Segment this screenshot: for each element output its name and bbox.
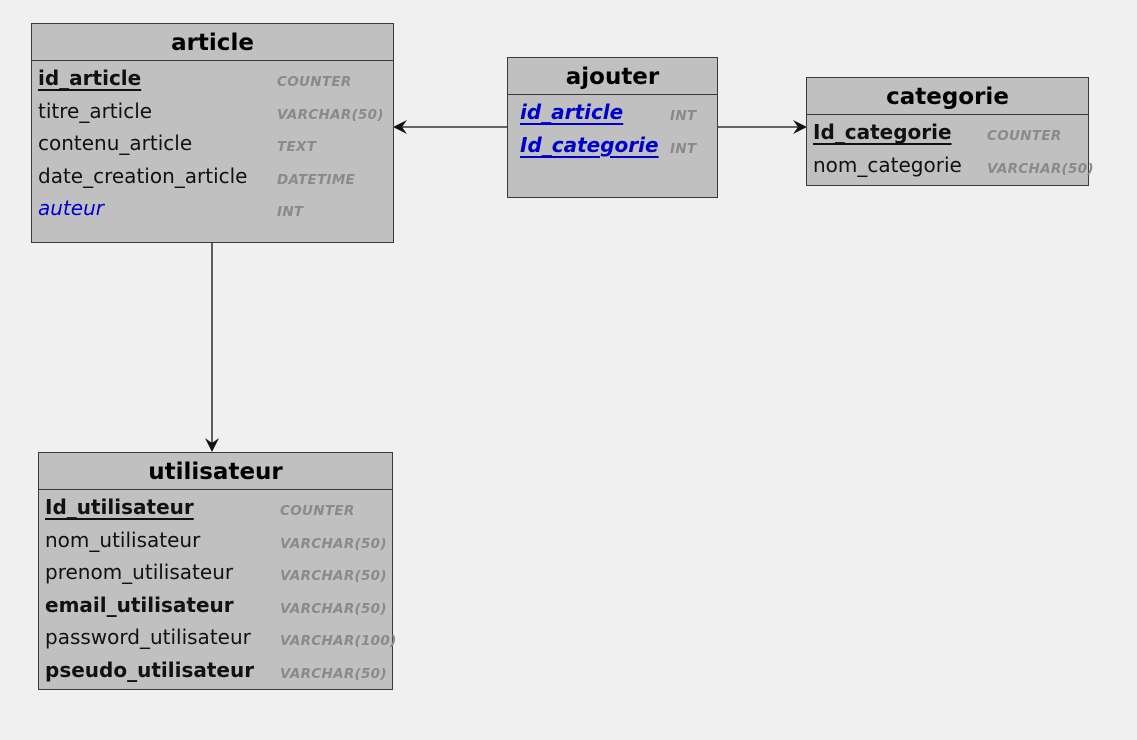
- foreign-key-name: id_article: [520, 100, 624, 124]
- field-type: INT: [277, 204, 304, 221]
- field-row[interactable]: password_utilisateur VARCHAR(100): [39, 623, 396, 656]
- field-row[interactable]: Id_utilisateur COUNTER: [39, 493, 392, 526]
- primary-key-name: Id_utilisateur: [45, 495, 194, 519]
- entity-categorie[interactable]: categorie Id_categorie COUNTER nom_categ…: [806, 77, 1094, 186]
- primary-key-name: Id_categorie: [813, 120, 952, 144]
- field-type: VARCHAR(100): [280, 633, 397, 650]
- field-name: contenu_article: [38, 131, 193, 156]
- unique-field-name: pseudo_utilisateur: [45, 657, 255, 682]
- field-name: password_utilisateur: [45, 625, 251, 650]
- field-row[interactable]: nom_utilisateur VARCHAR(50): [39, 526, 392, 559]
- field-row[interactable]: pseudo_utilisateur VARCHAR(50): [39, 656, 392, 689]
- field-type: VARCHAR(50): [987, 160, 1094, 177]
- entity-title: categorie: [807, 78, 1088, 115]
- field-type: VARCHAR(50): [280, 600, 387, 617]
- field-row[interactable]: nom_categorie VARCHAR(50): [807, 151, 1094, 184]
- field-name: titre_article: [38, 98, 153, 123]
- entity-ajouter[interactable]: ajouter id_article INT Id_categorie INT: [507, 57, 718, 198]
- field-name: date_creation_article: [38, 163, 248, 188]
- field-type: TEXT: [277, 139, 317, 156]
- primary-key-name: id_article: [38, 66, 142, 90]
- field-row[interactable]: id_article COUNTER: [32, 64, 393, 97]
- field-type: INT: [670, 108, 697, 124]
- field-row[interactable]: contenu_article TEXT: [32, 129, 393, 162]
- field-type: VARCHAR(50): [280, 535, 387, 552]
- field-row[interactable]: titre_article VARCHAR(50): [32, 97, 393, 130]
- entity-title: ajouter: [508, 58, 717, 95]
- foreign-key-name: Id_categorie: [520, 132, 659, 157]
- field-type: COUNTER: [987, 128, 1062, 144]
- entity-utilisateur[interactable]: utilisateur Id_utilisateur COUNTER nom_u…: [38, 452, 396, 690]
- entity-title: article: [32, 24, 393, 61]
- foreign-key-name: auteur: [38, 196, 104, 221]
- field-row[interactable]: Id_categorie INT: [508, 131, 717, 164]
- field-type: VARCHAR(50): [277, 106, 384, 123]
- field-row[interactable]: prenom_utilisateur VARCHAR(50): [39, 558, 392, 591]
- field-type: DATETIME: [277, 171, 356, 188]
- field-type: INT: [670, 140, 697, 157]
- unique-field-name: email_utilisateur: [45, 592, 234, 617]
- field-name: prenom_utilisateur: [45, 560, 234, 585]
- entity-article[interactable]: article id_article COUNTER titre_article…: [31, 23, 394, 243]
- entity-title: utilisateur: [39, 453, 392, 490]
- field-row[interactable]: id_article INT: [508, 98, 717, 131]
- field-type: COUNTER: [277, 74, 352, 90]
- field-row[interactable]: email_utilisateur VARCHAR(50): [39, 591, 392, 624]
- field-row[interactable]: date_creation_article DATETIME: [32, 162, 393, 195]
- field-name: nom_utilisateur: [45, 527, 201, 552]
- field-type: COUNTER: [280, 503, 355, 519]
- field-row[interactable]: Id_categorie COUNTER: [807, 118, 1088, 151]
- field-row[interactable]: auteur INT: [32, 194, 393, 227]
- field-type: VARCHAR(50): [280, 568, 387, 585]
- field-name: nom_categorie: [813, 152, 962, 177]
- field-type: VARCHAR(50): [280, 665, 387, 682]
